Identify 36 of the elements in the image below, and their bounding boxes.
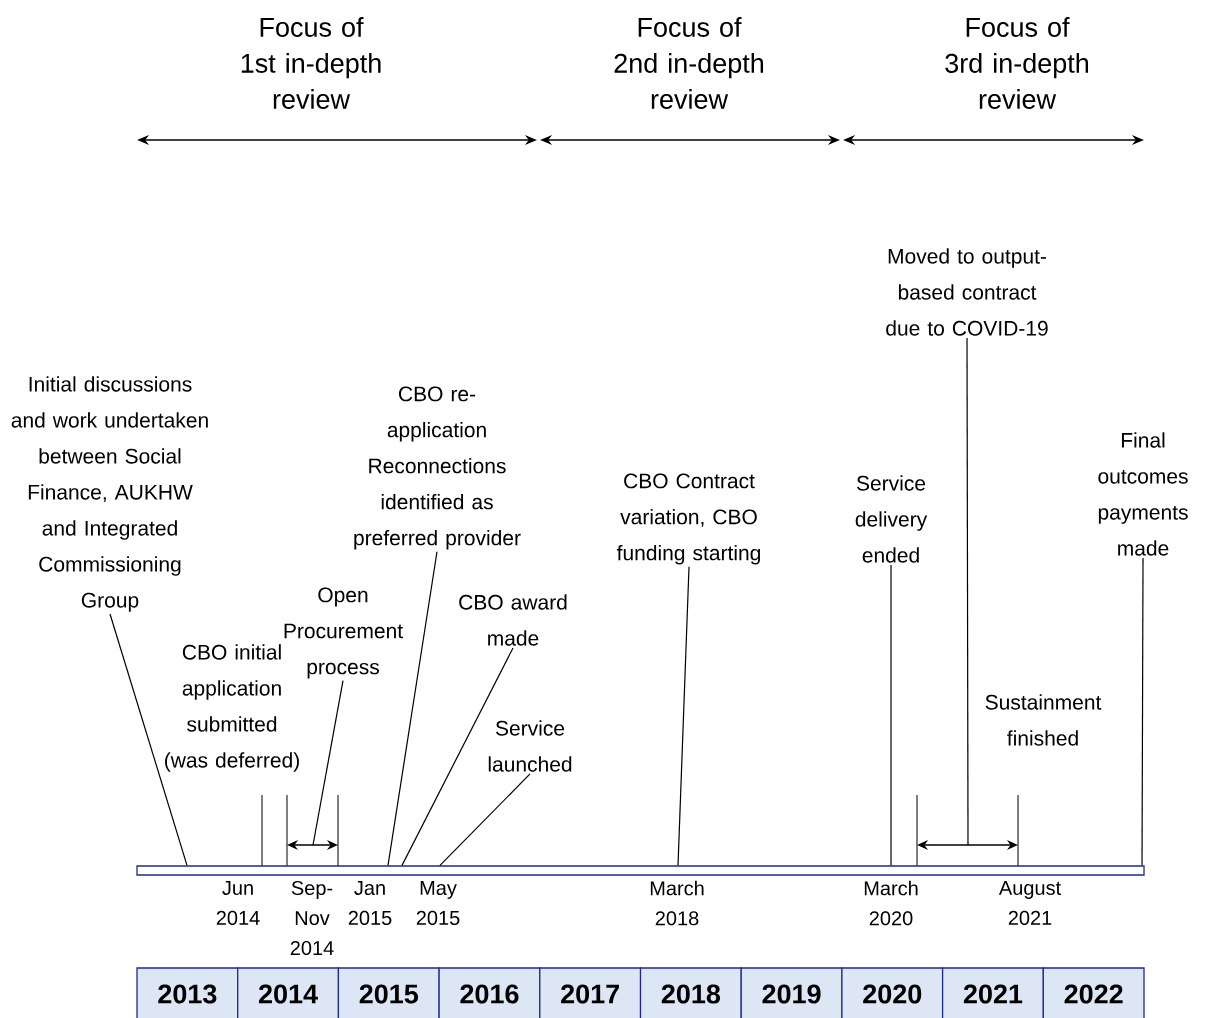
date-label: March 2020 [864, 880, 918, 926]
event-text: CBO re-application Reconnections identified as preferred provider [354, 386, 521, 550]
heading: Focus of 2nd in-depth review [614, 17, 764, 109]
leader-line [890, 564, 892, 866]
leader-line [677, 566, 690, 866]
year-cell: 2015 [337, 967, 440, 1018]
heading: Focus of 3rd in-depth review [945, 17, 1089, 109]
leader-line [401, 647, 514, 866]
year-cell: 2018 [639, 967, 742, 1018]
event-text: Service launched [488, 720, 572, 772]
year-cell: 2020 [841, 967, 944, 1018]
year-cell: 2022 [1042, 967, 1145, 1018]
timeline-bar [136, 865, 1145, 876]
year-cell: 2013 [136, 967, 239, 1018]
leader-line [439, 773, 531, 866]
event-text: Moved to output-based contract due to COVID-19 [886, 248, 1048, 336]
leader-line [109, 613, 188, 866]
year-cell: 2017 [539, 967, 642, 1018]
year-cell: 2021 [941, 967, 1044, 1018]
leader-line [387, 551, 438, 866]
year-cell: 2014 [237, 967, 340, 1018]
leader-line [312, 680, 344, 846]
year-cell: 2019 [740, 967, 843, 1018]
date-label: Jan 2015 [348, 881, 392, 925]
heading: Focus of 1st in-depth review [241, 17, 381, 109]
event-text: CBO award made [459, 594, 567, 646]
date-label: May 2015 [416, 881, 460, 925]
leader-line [1141, 557, 1144, 866]
leader-line [966, 337, 969, 846]
year-cell: 2016 [438, 967, 541, 1018]
event-text: Sustainment finished [985, 694, 1102, 746]
event-text: CBO Contract variation, CBO funding starting [616, 473, 760, 565]
event-text: Service delivery ended [855, 475, 928, 563]
date-label: March 2018 [650, 880, 704, 926]
event-text: Initial discussions and work undertaken between Social Finance, AUKHW and Integrated Commissioning Group [11, 376, 208, 612]
event-text: Final outcomes payments made [1098, 432, 1188, 556]
